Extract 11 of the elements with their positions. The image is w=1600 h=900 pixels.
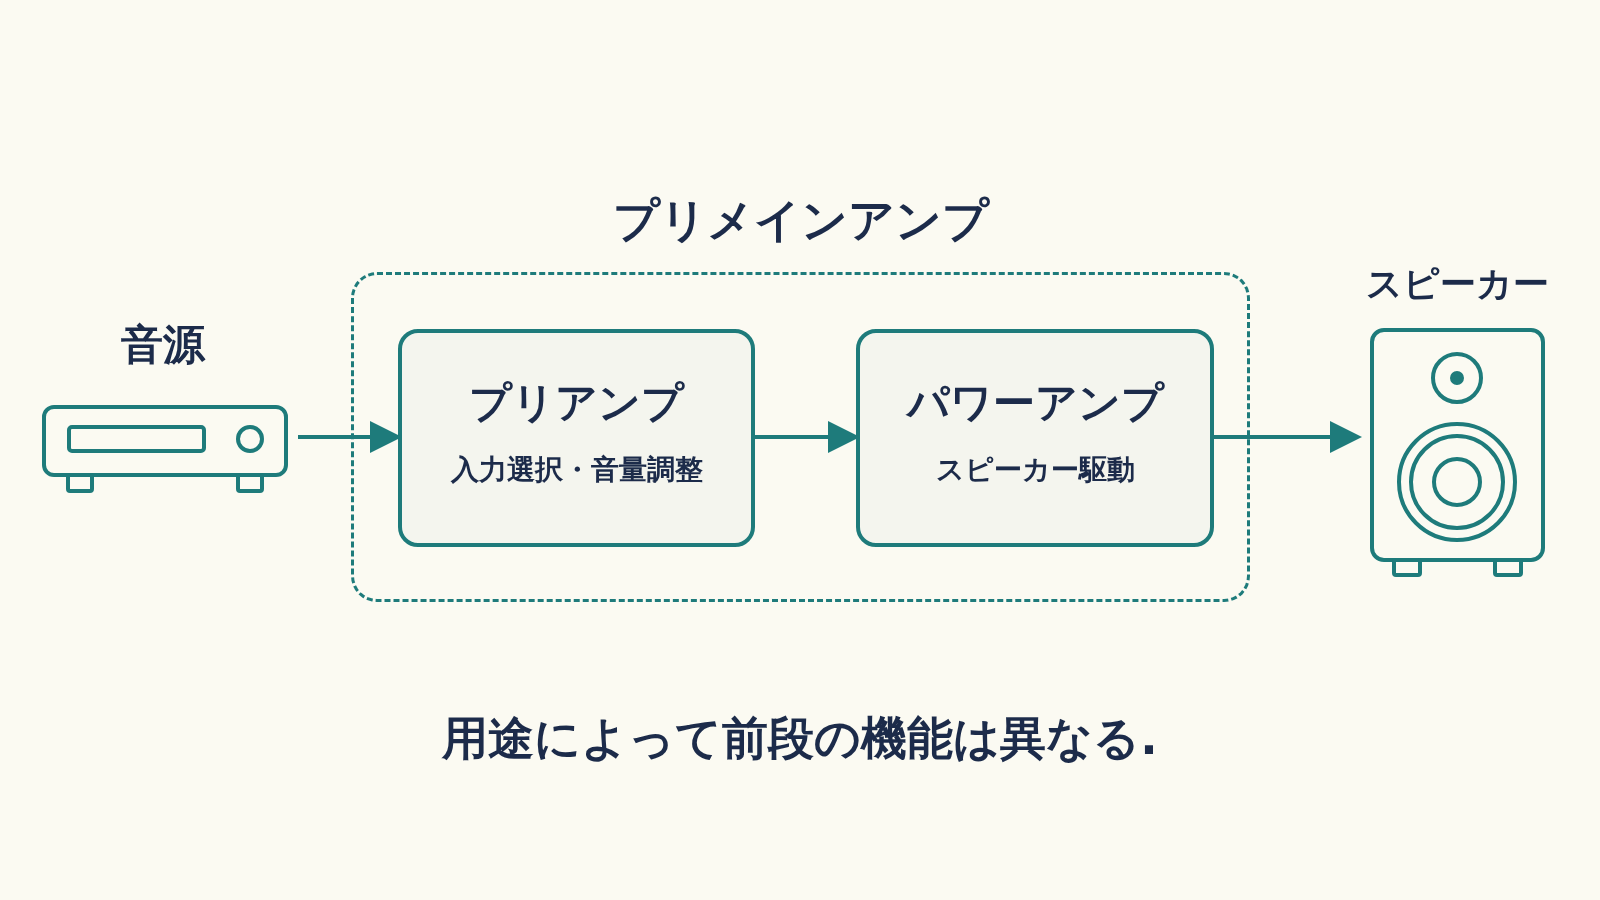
box-subtitle: 入力選択・音量調整 — [449, 452, 704, 488]
arrow — [1214, 421, 1362, 453]
process-box — [856, 329, 1214, 547]
box-title: パワーアンプ — [904, 377, 1166, 429]
box-subtitle: スピーカー駆動 — [934, 452, 1136, 488]
caption: 用途によって前段の機能は異なる. — [441, 710, 1159, 767]
process-box — [398, 329, 755, 547]
group-title: プリメインアンプ — [611, 192, 991, 249]
box-title: プリアンプ — [468, 377, 686, 429]
node-label: 音源 — [120, 319, 207, 371]
node-label: スピーカー — [1365, 262, 1550, 306]
